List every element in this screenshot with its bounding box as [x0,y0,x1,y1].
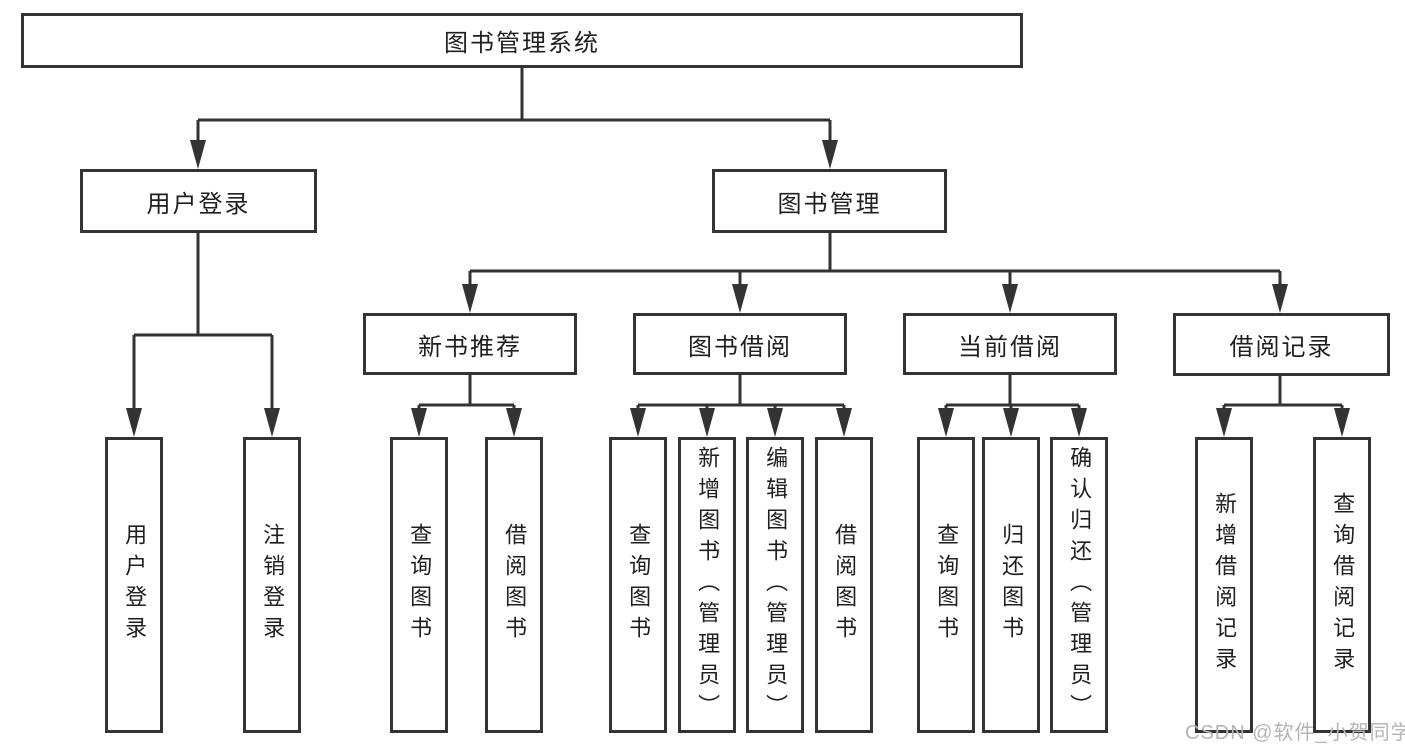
node-user-login-label: 用户登录 [146,190,251,218]
leaf-borrow-books-newbook: 借阅图书 [485,437,543,733]
leaf-query-books-current-label: 查询图书 [934,523,960,647]
node-user-login: 用户登录 [80,169,317,233]
leaf-add-borrow-record-label: 新增借阅记录 [1212,492,1238,678]
node-book-management: 图书管理 [712,169,947,233]
leaf-query-books-newbook-label: 查询图书 [407,523,433,647]
leaf-query-books-current: 查询图书 [917,437,975,733]
leaf-edit-book-admin: 编辑图书（管理员） [746,437,804,733]
node-library-system: 图书管理系统 [21,13,1023,68]
leaf-query-borrow-record-label: 查询借阅记录 [1330,492,1356,678]
leaf-query-books-borrow-label: 查询图书 [626,523,652,647]
leaf-return-book-label: 归还图书 [999,523,1025,647]
leaf-logout-label: 注销登录 [260,523,286,647]
connector-paths [132,68,1344,412]
node-borrow-records-label: 借阅记录 [1229,334,1334,361]
node-new-book-recommend: 新书推荐 [363,313,577,375]
node-borrow-records: 借阅记录 [1173,313,1390,376]
node-library-system-label: 图书管理系统 [444,30,600,57]
leaf-add-borrow-record: 新增借阅记录 [1195,437,1253,733]
node-current-borrow-label: 当前借阅 [958,333,1062,361]
leaf-confirm-return-admin: 确认归还（管理员） [1050,437,1108,733]
leaf-add-book-admin-label: 新增图书（管理员） [695,445,721,725]
arrowheads [126,140,1350,437]
node-book-management-label: 图书管理 [777,190,882,218]
leaf-logout: 注销登录 [243,437,301,733]
leaf-query-books-newbook: 查询图书 [390,437,448,733]
leaf-query-borrow-record: 查询借阅记录 [1313,437,1371,733]
leaf-edit-book-admin-label: 编辑图书（管理员） [763,445,789,725]
leaf-confirm-return-admin-label: 确认归还（管理员） [1067,445,1093,725]
leaf-borrow-books-borrow: 借阅图书 [815,437,873,733]
node-current-borrow: 当前借阅 [903,313,1117,375]
leaf-return-book: 归还图书 [982,437,1040,733]
leaf-query-books-borrow: 查询图书 [609,437,667,733]
leaf-borrow-books-newbook-label: 借阅图书 [502,523,528,647]
watermark-text: CSDN @软件_小贺同学 [1185,722,1405,744]
node-book-borrow-label: 图书借阅 [688,333,792,361]
leaf-user-login: 用户登录 [105,437,163,733]
leaf-borrow-books-borrow-label: 借阅图书 [832,523,858,647]
leaf-add-book-admin: 新增图书（管理员） [678,437,736,733]
node-book-borrow: 图书借阅 [633,313,847,375]
leaf-user-login-label: 用户登录 [122,523,148,647]
node-new-book-recommend-label: 新书推荐 [418,333,522,361]
